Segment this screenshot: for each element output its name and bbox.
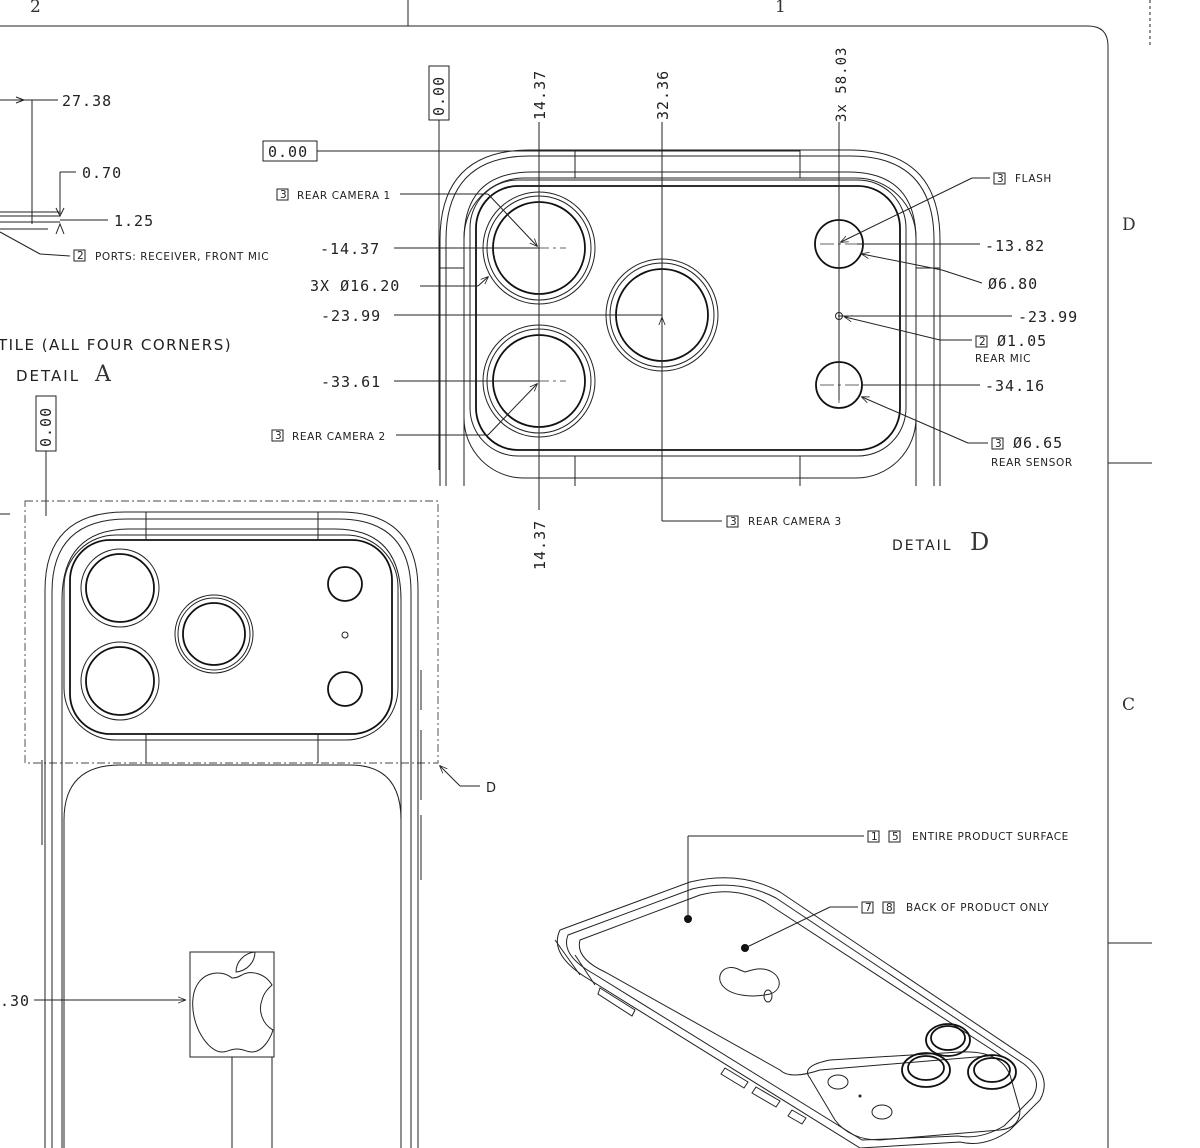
detail-d-letter: D	[970, 528, 989, 556]
note2-number-a: 7	[865, 902, 872, 914]
apple-logo-icon	[192, 951, 274, 1053]
cam1-note-number: 3	[280, 189, 287, 201]
detail-a-letter: A	[94, 362, 112, 387]
detail-d-boundary	[24, 500, 439, 764]
cam1-label: REAR CAMERA 1	[297, 190, 391, 202]
datum-top-value: 0.00	[268, 143, 308, 161]
apple-logo-iso-icon	[719, 967, 780, 1003]
datum-vertical-value: 0.00	[37, 407, 55, 447]
note1-box-a	[867, 830, 880, 843]
sensor-diameter: Ø6.65	[1013, 434, 1063, 452]
dim-0-70: 0.70	[82, 164, 122, 182]
corner-note: TILE (ALL FOUR CORNERS)	[0, 336, 232, 354]
dim-y-13-82: -13.82	[985, 237, 1045, 255]
ports-note-number: 2	[77, 250, 84, 262]
note1-number-a: 1	[871, 831, 878, 843]
detail-a: 27.38 0.70 1.25 2 PORTS: RECEIVER, FRONT…	[0, 92, 269, 516]
back-view: D .30	[0, 500, 496, 1148]
dim-x-14-37-bottom: 14.37	[531, 520, 549, 570]
detail-d: 0.00 0.00 14.37 14.37 32.36 3x 58.03 -14…	[262, 47, 1078, 570]
zone-marker-2: 2	[30, 0, 41, 17]
mic-note-box	[975, 335, 988, 348]
mic-diameter: Ø1.05	[997, 332, 1047, 350]
ports-note-box	[73, 249, 86, 262]
flash-note-number: 3	[997, 173, 1004, 185]
dim-x-32-36: 32.36	[654, 70, 672, 120]
sensor-note-box	[991, 437, 1004, 450]
flash-diameter: Ø6.80	[988, 275, 1038, 293]
zone-marker-1: 1	[775, 0, 786, 17]
dim-y-33-61: -33.61	[321, 373, 381, 391]
note1-box-b	[888, 830, 901, 843]
flash-label: FLASH	[1015, 173, 1052, 185]
dim-y-23-99-right: -23.99	[1018, 308, 1078, 326]
logo-boundary	[189, 951, 275, 1058]
cam3-label: REAR CAMERA 3	[748, 516, 842, 528]
detail-a-word: DETAIL	[16, 367, 80, 385]
datum-left-value: 0.00	[430, 76, 448, 116]
note2-label: BACK OF PRODUCT ONLY	[906, 902, 1049, 914]
flash-note-box	[993, 172, 1006, 185]
sheet-border: 2 1 D C	[0, 0, 1152, 1148]
mic-note-number: 2	[979, 336, 986, 348]
note1-label: ENTIRE PRODUCT SURFACE	[912, 831, 1069, 843]
cam3-note-number: 3	[730, 516, 737, 528]
dim-y-14-37: -14.37	[320, 240, 380, 258]
dim-30: .30	[0, 992, 30, 1010]
zone-marker-c: C	[1122, 695, 1135, 715]
sensor-note-number: 3	[995, 438, 1002, 450]
dim-1-25: 1.25	[114, 212, 154, 230]
detail-d-word: DETAIL	[892, 538, 953, 554]
ports-note-label: PORTS: RECEIVER, FRONT MIC	[95, 251, 269, 263]
callout-d: D	[486, 781, 496, 796]
note2-box-b	[882, 901, 895, 914]
dim-x-14-37: 14.37	[531, 70, 549, 120]
note2-box-a	[861, 901, 874, 914]
dim-x-58-03: 3x 58.03	[834, 47, 850, 122]
cam1-note-box	[276, 188, 289, 201]
cam2-note-box	[271, 429, 284, 442]
dim-y-23-99: -23.99	[321, 307, 381, 325]
lens-diameter: 3X Ø16.20	[310, 277, 400, 295]
cam2-label: REAR CAMERA 2	[292, 431, 386, 443]
note1-number-b: 5	[892, 831, 899, 843]
cam3-note-box	[726, 515, 739, 528]
cam2-note-number: 3	[275, 430, 282, 442]
dim-27-38: 27.38	[62, 92, 112, 110]
isometric-view: 1 5 ENTIRE PRODUCT SURFACE 7 8 BACK OF P…	[554, 830, 1069, 1148]
sensor-label: REAR SENSOR	[991, 457, 1073, 469]
note2-number-b: 8	[886, 902, 893, 914]
mic-label: REAR MIC	[975, 353, 1031, 365]
dim-y-34-16: -34.16	[985, 377, 1045, 395]
zone-marker-d: D	[1122, 215, 1136, 235]
